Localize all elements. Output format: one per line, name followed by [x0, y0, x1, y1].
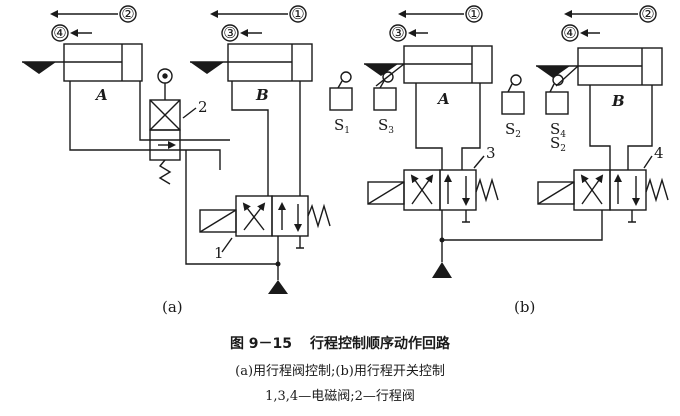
label-b-right-num1: ④: [563, 24, 576, 42]
label-b-right-num2: ②: [641, 5, 654, 23]
arrow-a-left: [50, 5, 137, 42]
label-s2b: S2: [550, 134, 566, 154]
panel-b-label: (b): [514, 298, 535, 316]
cylinder-b-b: [536, 47, 663, 170]
limit-switch-s4: [545, 74, 569, 115]
figure-legend: 1,3,4—电磁阀;2—行程阀: [265, 389, 415, 404]
arrow-b-left: [389, 5, 483, 42]
label-valve-2: 2: [198, 98, 208, 116]
cylinder-a: [22, 43, 230, 170]
label-b-left-num1: ③: [391, 24, 404, 42]
label-b-left-num2: ①: [467, 5, 480, 23]
panel-b: [329, 5, 669, 278]
label-a-left-num2: ②: [121, 5, 134, 23]
label-valve-1: 1: [214, 244, 224, 262]
panel-a: [22, 5, 331, 294]
limit-switch-s1: [329, 71, 353, 111]
figure-number: 图 9－15: [229, 336, 293, 352]
label-cyl-a-right: A: [436, 90, 450, 108]
label-s1: S1: [334, 116, 350, 136]
solenoid-valve-4: [537, 155, 669, 223]
figure-caption-title: 图 9－15 行程控制顺序动作回路: [0, 333, 680, 353]
label-cyl-b-left: B: [255, 86, 269, 104]
label-a-right-num2: ①: [291, 5, 304, 23]
arrow-b-right: [561, 5, 657, 42]
label-s4: S4: [550, 120, 566, 140]
limit-switch-s3: [373, 71, 397, 111]
label-cyl-b-right: B: [611, 92, 625, 110]
figure-title: 行程控制顺序动作回路: [310, 336, 451, 352]
hydraulic-circuit-figure: ④ ② ③ ① ③ ① ④ ② A B A B 1 2 3 4 S1 S3 S2…: [22, 5, 669, 316]
label-valve-4: 4: [654, 144, 664, 162]
panel-a-label: (a): [162, 298, 183, 316]
figure-labels: ④ ② ③ ① ③ ① ④ ② A B A B 1 2 3 4 S1 S3 S2…: [53, 5, 663, 316]
cylinder-b-a: [190, 43, 313, 196]
solenoid-valve-1: [185, 150, 331, 294]
label-a-right-num1: ③: [223, 24, 236, 42]
label-s3: S3: [378, 116, 394, 136]
pressure-line-b: [432, 210, 603, 278]
solenoid-valve-3: [367, 155, 499, 223]
cylinder-a-b: [364, 45, 493, 170]
label-a-left-num1: ④: [53, 24, 66, 42]
label-s2: S2: [505, 120, 521, 140]
figure-subtitle: (a)用行程阀控制;(b)用行程开关控制: [235, 364, 445, 379]
arrow-a-right: [210, 5, 307, 42]
label-valve-3: 3: [486, 144, 496, 162]
label-cyl-a-left: A: [94, 86, 108, 104]
travel-valve-2: [149, 68, 197, 185]
limit-switch-s2: [501, 74, 525, 115]
